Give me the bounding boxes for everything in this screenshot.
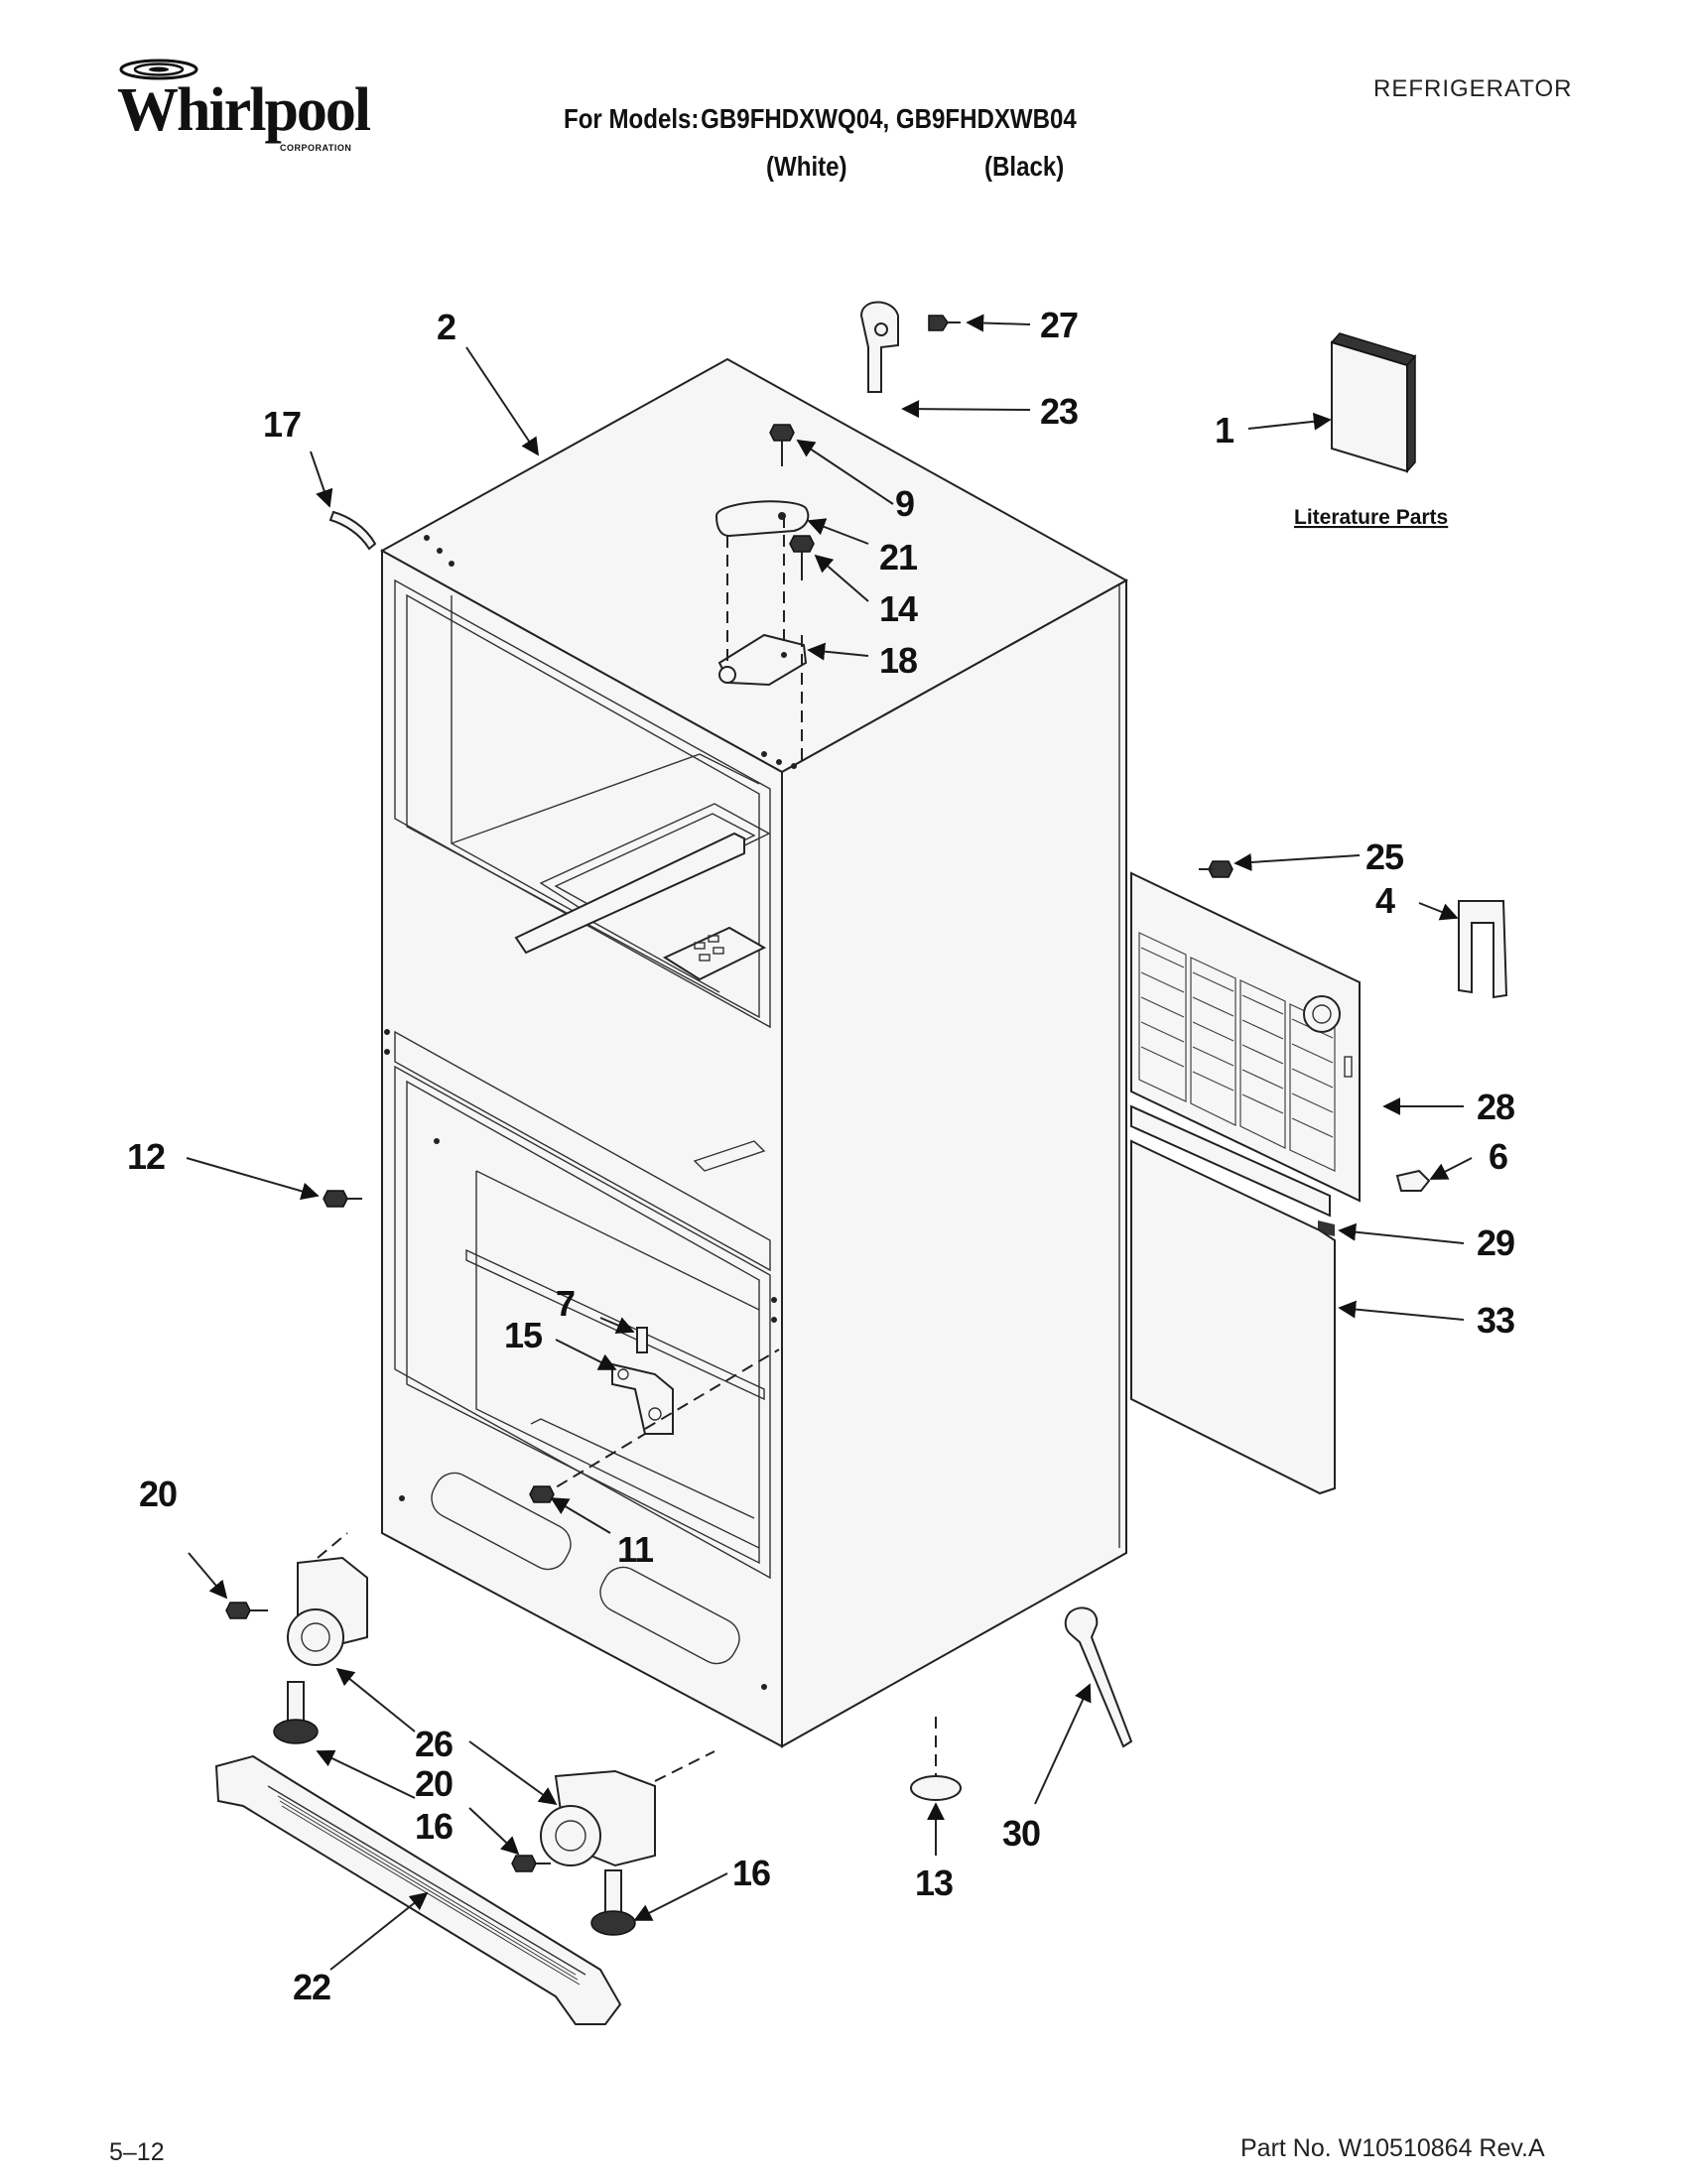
- refrigerator-cabinet: [379, 357, 1129, 1748]
- leveling-foot: [910, 1775, 962, 1801]
- document-part-number: Part No. W10510864 Rev.A: [1240, 2134, 1545, 2162]
- callout-29: 29: [1477, 1222, 1514, 1263]
- leveling-wrench: [1064, 1606, 1133, 1748]
- brand-corporation: CORPORATION: [280, 143, 352, 153]
- leader-lines: [186, 314, 1473, 1971]
- callout-27: 27: [1040, 305, 1078, 345]
- models-label: For Models:: [564, 103, 700, 134]
- page-number: 5–12: [109, 2138, 165, 2166]
- whirlpool-logo: Whirlpool CORPORATION: [111, 58, 379, 167]
- rear-access-panel: [1130, 871, 1361, 1203]
- callout-22: 22: [293, 1967, 330, 2007]
- callout-20-right: 20: [415, 1763, 453, 1804]
- callout-15: 15: [504, 1315, 543, 1355]
- whirlpool-swirl-icon: [119, 59, 198, 80]
- top-hinge-assembly: [714, 301, 961, 764]
- callout-11: 11: [617, 1529, 654, 1570]
- callout-1: 1: [1215, 410, 1234, 450]
- callout-23: 23: [1040, 391, 1078, 432]
- toe-grille: [214, 1754, 622, 2025]
- callout-16-left: 16: [415, 1806, 453, 1847]
- callout-26: 26: [415, 1724, 453, 1764]
- literature-parts-label: Literature Parts: [1294, 506, 1448, 529]
- front-roller-left: [225, 1532, 368, 1744]
- freezer-bracket: [323, 1190, 780, 1503]
- panel-clip: [1458, 900, 1508, 999]
- callout-25: 25: [1365, 836, 1404, 877]
- callout-16-right: 16: [732, 1853, 770, 1893]
- callout-13: 13: [915, 1863, 953, 1903]
- callout-21: 21: [879, 537, 918, 578]
- drain-tube: [328, 510, 377, 551]
- callout-20-left: 20: [139, 1474, 177, 1514]
- panel-gasket: [1130, 1104, 1331, 1218]
- brand-wordmark: Whirlpool: [117, 76, 371, 144]
- rear-cover: [1130, 1139, 1336, 1495]
- callout-6: 6: [1489, 1136, 1507, 1177]
- literature-parts: [1330, 332, 1417, 473]
- callout-18: 18: [879, 640, 917, 681]
- callout-9: 9: [895, 483, 914, 524]
- callout-28: 28: [1477, 1087, 1514, 1127]
- variant-black: (Black): [984, 151, 1065, 182]
- front-roller-right: [511, 1750, 715, 1936]
- variant-white: (White): [766, 151, 847, 182]
- model-numbers: GB9FHDXWQ04, GB9FHDXWB04: [701, 103, 1077, 134]
- callout-30: 30: [1002, 1813, 1040, 1854]
- callout-17: 17: [263, 404, 301, 445]
- callout-7: 7: [556, 1283, 575, 1324]
- callout-12: 12: [127, 1136, 165, 1177]
- model-line: For Models:GB9FHDXWQ04, GB9FHDXWB04: [564, 103, 1077, 135]
- callout-4: 4: [1375, 880, 1395, 921]
- clip-6: [1395, 1169, 1431, 1192]
- callout-33: 33: [1477, 1300, 1514, 1341]
- appliance-type: REFRIGERATOR: [1373, 75, 1573, 102]
- callout-2: 2: [437, 307, 455, 347]
- callout-14: 14: [879, 588, 918, 629]
- callout-labels: 2 17 27 23 1 Literature Parts 9 21 14 18…: [127, 305, 1515, 2007]
